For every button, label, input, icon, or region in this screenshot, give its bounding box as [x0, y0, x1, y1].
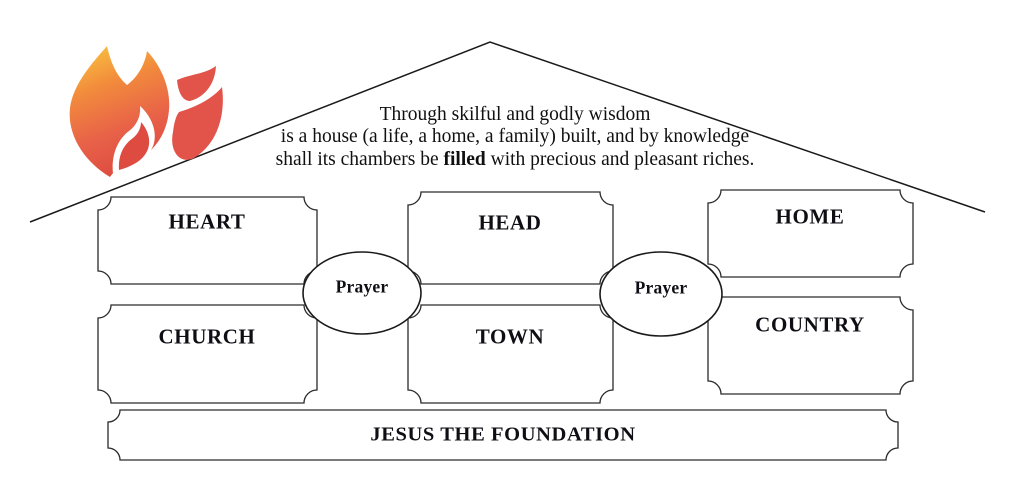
wisdom-line-3-bold: filled [443, 148, 486, 170]
wisdom-text: Through skilful and godly wisdom is a ho… [228, 104, 802, 171]
room-box-town [407, 304, 614, 404]
prayer-ellipse-right [599, 251, 723, 337]
prayer-ellipse-left [302, 251, 422, 335]
prayer-label-left: Prayer [335, 276, 389, 297]
room-box-church [97, 304, 318, 404]
room-box-home [707, 189, 914, 278]
wisdom-line-3-pre: shall its chambers be [275, 148, 439, 170]
foundation-label: JESUS THE FOUNDATION [370, 423, 636, 446]
wisdom-line-1: Through skilful and godly wisdom [379, 104, 651, 125]
flame-leaf-lower [172, 87, 223, 160]
foundation-bar [107, 409, 899, 461]
prayer-label-right: Prayer [634, 277, 688, 298]
room-box-head [407, 191, 614, 285]
room-label-heart: HEART [168, 209, 246, 234]
roof-outline [29, 41, 986, 223]
room-label-country: COUNTRY [755, 312, 865, 337]
flame-icon [69, 46, 223, 177]
wisdom-line-3-post: with precious and pleasant riches. [490, 148, 755, 170]
room-label-head: HEAD [478, 210, 542, 235]
room-label-town: TOWN [475, 324, 545, 349]
room-label-home: HOME [775, 204, 845, 229]
room-label-church: CHURCH [158, 324, 256, 349]
flame-inner-tongue [118, 122, 150, 170]
wisdom-line-2: is a house (a life, a home, a family) bu… [280, 126, 750, 148]
flame-leaf-upper [177, 66, 216, 101]
